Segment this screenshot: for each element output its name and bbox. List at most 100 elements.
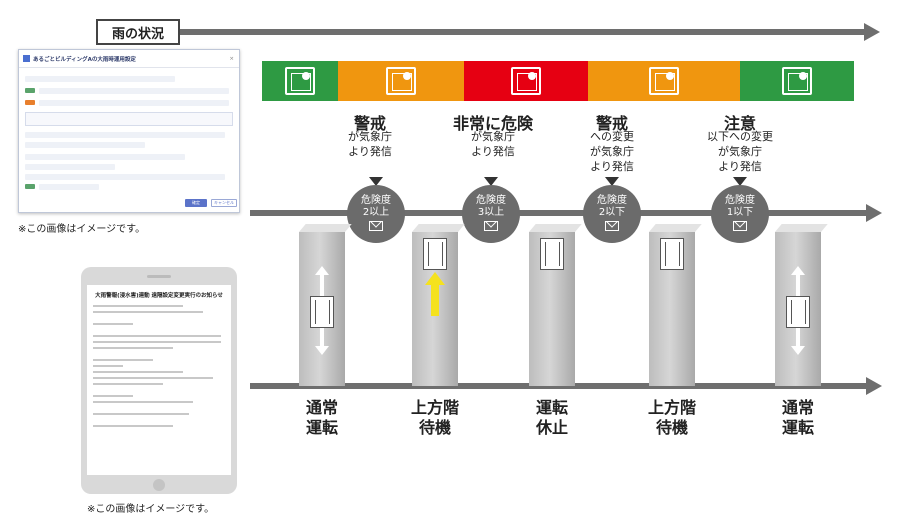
building-window-icon [782,67,812,95]
level-1-sub: が気象庁より発信 [348,130,392,158]
arrow-down-head [791,346,805,355]
rain-status-arrow-head [864,23,880,41]
mail-icon [484,221,498,231]
band-danger [464,61,588,101]
elevator-shaft-suspended [529,232,575,386]
tablet-screen: 大雨警報(浸水害)連動 遠隔設定変更実行のお知らせ [87,285,231,475]
email-line [93,341,221,343]
rain-status-title: 雨の状況 [96,19,180,45]
level-3-title: 警戒 [595,114,628,133]
band-safe-left [262,61,338,101]
rain-cloud-icon [649,67,679,95]
dialog-line [39,184,99,190]
dialog-line [25,76,175,82]
email-line [93,323,133,325]
email-line [93,401,193,403]
level-1-pointer [369,177,383,186]
dialog-line [39,88,229,94]
elevator-car-icon [660,238,684,270]
dialog-tag [25,88,35,93]
email-line [93,425,173,427]
arrow-up-head [791,266,805,275]
email-line [93,395,133,397]
confirm-button: 確定 [185,199,207,207]
mode-upper-standby-2: 上方階待機 [647,398,696,437]
band-warning-right [588,61,740,101]
mode-suspended: 運転休止 [535,398,568,437]
notification-axis [250,210,868,216]
dialog-line [25,132,225,138]
tablet-email-image: 大雨警報(浸水害)連動 遠隔設定変更実行のお知らせ [81,267,237,494]
email-line [93,365,123,367]
operation-axis [250,383,868,389]
settings-dialog-image: あるごとビルディングAの大雨時運用設定 × 確定 キャンセル [18,49,240,213]
email-line [93,311,203,313]
up-arrow-icon [431,284,439,316]
elevator-car-icon [423,238,447,270]
mail-icon [605,221,619,231]
arrow-down-head [315,346,329,355]
email-line [93,347,173,349]
level-3-sub: への変更が気象庁より発信 [590,130,634,173]
app-logo-icon [23,55,30,62]
up-arrow-head [425,272,445,285]
email-line [93,413,189,415]
tablet-speaker [147,275,171,278]
elevator-car-icon [786,296,810,328]
band-warning-left [338,61,464,101]
rain-status-axis [96,29,866,35]
close-icon: × [229,55,234,62]
elevator-shaft-upper-standby-1 [412,232,458,386]
dialog-line [25,142,145,148]
cancel-button: キャンセル [211,199,237,207]
dialog-line [25,164,115,170]
elevator-shaft-upper-standby-2 [649,232,695,386]
dialog-tag [25,100,35,105]
dialog-line [25,174,225,180]
mail-icon [733,221,747,231]
heavy-rain-icon [511,67,541,95]
dialog-header: あるごとビルディングAの大雨時運用設定 × [19,50,239,68]
level-2-sub: が気象庁より発信 [471,130,515,158]
level-2-title: 非常に危険 [452,114,533,133]
band-safe-right [740,61,854,101]
email-line [93,335,221,337]
mode-normal-2: 通常運転 [781,398,814,437]
level-3-pointer [605,177,619,186]
elevator-car-icon [540,238,564,270]
dialog-title: あるごとビルディングAの大雨時運用設定 [33,56,136,63]
tablet-home-button [153,479,165,491]
building-window-icon [285,67,315,95]
level-2-pointer [484,177,498,186]
mode-upper-standby-1: 上方階待機 [410,398,459,437]
dialog-line [25,154,185,160]
mode-normal-1: 通常運転 [305,398,338,437]
dialog-image-note: ※この画像はイメージです。 [18,224,146,235]
tablet-image-note: ※この画像はイメージです。 [87,504,215,515]
email-line [93,359,153,361]
level-4-title: 注意 [723,114,756,133]
elevator-car-icon [310,296,334,328]
level-1-title: 警戒 [353,114,386,133]
email-line [93,377,213,379]
level-4-pointer [733,177,747,186]
elevator-shaft-normal-1 [299,232,345,386]
email-subject: 大雨警報(浸水害)連動 遠隔設定変更実行のお知らせ [95,293,223,299]
notification-arrow-head [866,204,882,222]
email-line [93,371,183,373]
dialog-line [39,100,229,106]
arrow-up-head [315,266,329,275]
dialog-tag [25,184,35,189]
elevator-shaft-normal-2 [775,232,821,386]
dialog-info-box [25,112,233,126]
email-line [93,305,183,307]
rain-cloud-icon [386,67,416,95]
level-4-sub: 以下への変更が気象庁より発信 [707,130,773,173]
email-line [93,383,163,385]
mail-icon [369,221,383,231]
operation-arrow-head [866,377,882,395]
